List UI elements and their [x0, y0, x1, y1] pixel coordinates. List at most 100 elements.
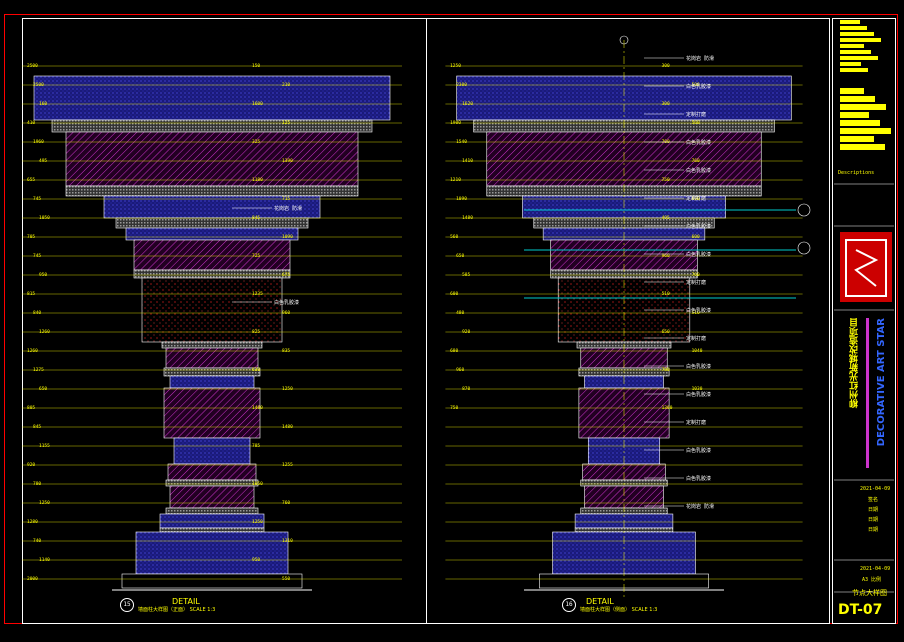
L-dim-label-52: 1140: [39, 557, 50, 563]
R-dim-label-4: 1620: [462, 101, 473, 107]
tb-desc-bar-4: [840, 120, 880, 126]
L-dim-label-47: 760: [282, 500, 290, 506]
R-dim-label-32: 960: [456, 367, 464, 373]
R-dim-label-0: 1250: [450, 63, 461, 69]
R-dim-label-11: 760: [692, 158, 700, 164]
R-callout-label-1: 白色乳胶漆: [686, 83, 711, 90]
R-column-layer-0: [456, 75, 792, 121]
tb-note-bar-2: [840, 32, 874, 36]
L-dim-label-38: 845: [33, 424, 41, 430]
L-dim-label-18: 705: [27, 234, 35, 240]
L-dim-label-24: 815: [27, 291, 35, 297]
tb-desc-bar-6: [840, 136, 874, 142]
tb-note-bar-6: [840, 56, 878, 60]
R-dim-label-5: 300: [662, 101, 670, 107]
R-callout-label-15: 白色乳胶漆: [686, 475, 711, 482]
L-column-layer-19: [165, 507, 259, 515]
L-dim-label-51: 1310: [282, 538, 293, 544]
L-column-layer-21: [159, 527, 265, 533]
L-column-layer-14: [163, 387, 261, 439]
L-column-layer-22: [135, 531, 289, 575]
R-callout-label-4: 白色乳胶漆: [686, 167, 711, 174]
R-callout-label-13: 定制打磨: [686, 419, 706, 426]
L-dim-label-6: 410: [27, 120, 35, 126]
R-dim-label-24: 600: [450, 291, 458, 297]
R-dim-label-7: 560: [692, 120, 700, 126]
drawing-number: DT-07: [838, 602, 883, 618]
L-column-layer-16: [167, 463, 257, 481]
tb-note-bar-1: [840, 26, 867, 30]
tb-note-bar-3: [840, 38, 881, 42]
R-dim-label-22: 585: [462, 272, 470, 278]
panel-divider: [426, 18, 427, 624]
L-dim-label-26: 840: [33, 310, 41, 316]
L-dim-label-19: 1090: [282, 234, 293, 240]
L-dim-label-23: 675: [282, 272, 290, 278]
L-callout-label-1: 白色乳胶漆: [274, 299, 299, 306]
R-dim-label-1: 300: [662, 63, 670, 69]
tb-desc-bar-3: [840, 112, 869, 118]
L-dim-label-21: 725: [252, 253, 260, 259]
R-dim-label-29: 650: [662, 329, 670, 335]
L-dim-label-45: 1050: [252, 481, 263, 487]
R-dim-label-14: 1090: [456, 196, 467, 202]
L-dim-label-28: 1260: [39, 329, 50, 335]
L-dim-label-4: 160: [39, 101, 47, 107]
tb-note-bar-8: [840, 68, 868, 72]
L-dim-label-42: 920: [27, 462, 35, 468]
L-column-layer-3: [65, 185, 359, 197]
L-dim-label-3: 210: [282, 82, 290, 88]
R-callout-label-11: 白色乳胶漆: [686, 363, 711, 370]
L-column-layer-2: [65, 131, 359, 187]
tb-desc-bar-5: [840, 128, 891, 134]
sign-row: 签名: [868, 497, 879, 503]
R-dim-label-3: 500: [692, 82, 700, 88]
R-callout-label-12: 白色乳胶漆: [686, 391, 711, 398]
R-callout-label-2: 定制打磨: [686, 111, 706, 118]
L-dim-label-15: 715: [282, 196, 290, 202]
L-column-layer-5: [115, 217, 309, 229]
tb-note-bar-7: [840, 62, 861, 66]
L-dim-label-29: 825: [252, 329, 260, 335]
R-callout-label-10: 定制打磨: [686, 335, 706, 342]
right-detail-number: 16: [562, 598, 576, 612]
R-dim-label-28: 920: [462, 329, 470, 335]
L-dim-label-53: 950: [252, 557, 260, 563]
info-row-3: 日期: [868, 517, 879, 523]
R-callout-label-7: 白色乳胶漆: [686, 251, 711, 258]
L-column-layer-17: [165, 479, 259, 487]
L-column-layer-10: [161, 341, 263, 349]
tb-desc-bar-0: [840, 88, 864, 94]
L-dim-label-31: 835: [282, 348, 290, 354]
L-dim-label-17: 845: [252, 215, 260, 221]
L-dim-label-32: 1275: [33, 367, 44, 373]
L-dim-label-41: 785: [252, 443, 260, 449]
R-dim-label-19: 600: [692, 234, 700, 240]
R-centerline-marker: [619, 35, 629, 45]
L-dim-label-33: 630: [252, 367, 260, 373]
L-column-layer-23: [121, 573, 303, 589]
L-dim-label-12: 655: [27, 177, 35, 183]
R-callout-label-9: 白色乳胶漆: [686, 307, 711, 314]
date-row-1: 2021-04-09: [860, 486, 891, 492]
L-dim-label-39: 1480: [282, 424, 293, 430]
R-dim-label-37: 1300: [662, 405, 673, 411]
L-dim-label-43: 1255: [282, 462, 293, 468]
R-callout-label-0: 花岗岩 防滑: [686, 55, 714, 62]
R-dim-label-12: 1210: [450, 177, 461, 183]
tb-logo-mark: [845, 239, 887, 297]
R-dim-label-15: 600: [692, 196, 700, 202]
info-row-2: 日期: [868, 507, 879, 513]
tb-note-bar-0: [840, 20, 860, 24]
R-section-marker-0: [797, 203, 811, 217]
company-name-vertical: DECORATIVE ART STAR: [876, 318, 887, 447]
left-detail-number: 15: [120, 598, 134, 612]
title-block: [832, 18, 896, 624]
L-column-layer-6: [125, 227, 299, 241]
R-section-marker-1: [797, 241, 811, 255]
scale-row: A3 比例: [862, 577, 882, 583]
descriptions-label: Descriptions: [838, 170, 875, 176]
tb-accent-strip: [866, 318, 869, 468]
L-dim-label-50: 740: [33, 538, 41, 544]
L-column-layer-18: [169, 485, 255, 509]
